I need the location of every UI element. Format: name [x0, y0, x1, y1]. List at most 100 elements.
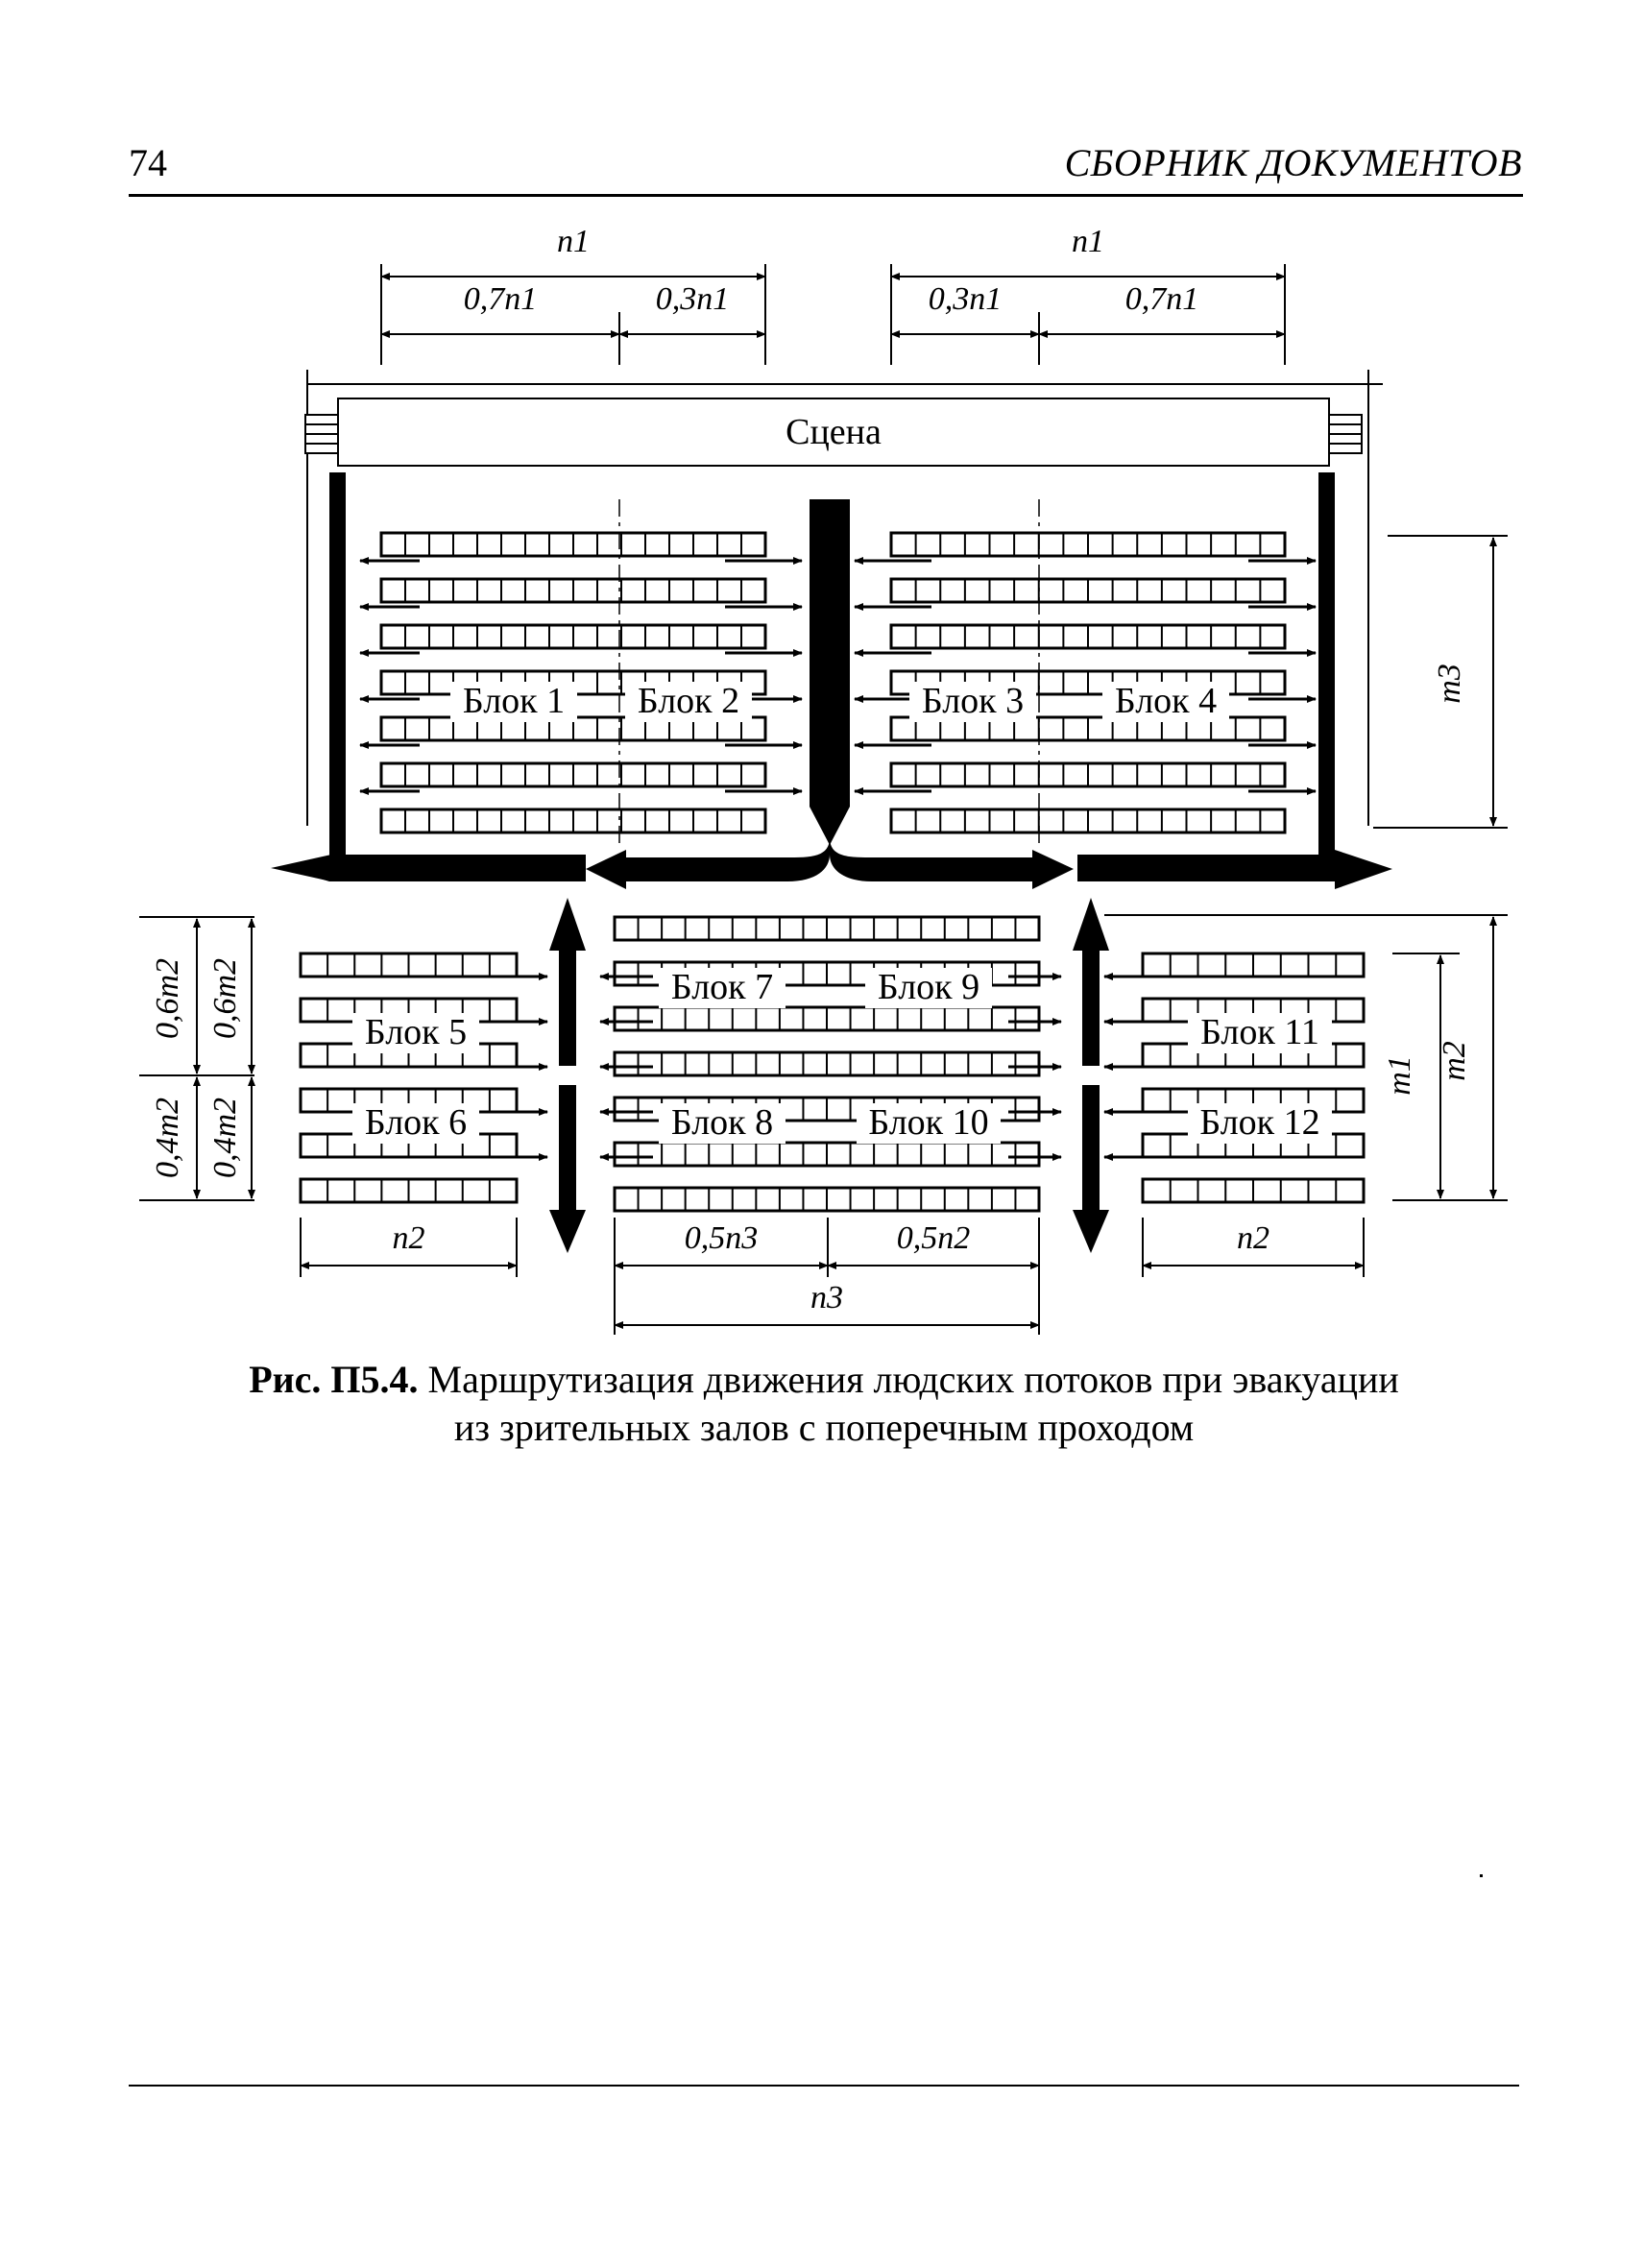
aisle-lower-right-up — [1082, 951, 1100, 1066]
dimension-h: 0,3n1 — [890, 281, 1040, 338]
seat-row — [613, 1005, 1041, 1032]
seat-row — [889, 761, 1287, 788]
dimension-h: 0,3n1 — [618, 281, 766, 338]
block-label: Блок 9 — [878, 967, 979, 1007]
dimension-label: n3 — [810, 1280, 843, 1315]
seat-row — [613, 1141, 1041, 1168]
dimension-label: 0,7n1 — [464, 281, 538, 317]
stairs-left-icon — [304, 414, 339, 454]
dimension-label: 0,6m2 — [150, 958, 185, 1039]
seat-row — [299, 952, 519, 978]
label-background — [450, 682, 577, 722]
dimension-v: 0,4m2 — [207, 1076, 255, 1199]
arrowhead-left-big — [271, 855, 331, 881]
arrowhead-up — [549, 898, 586, 951]
dimension-label: m3 — [1432, 664, 1467, 704]
label-background — [659, 1103, 786, 1144]
seat-row — [613, 1186, 1041, 1213]
label-background — [1188, 1103, 1332, 1144]
seat-row — [889, 623, 1287, 650]
seat-row — [379, 531, 767, 558]
block-label: Блок 8 — [671, 1102, 773, 1143]
dimension-v: m3 — [1432, 537, 1497, 827]
dimension-h: n3 — [614, 1280, 1040, 1329]
cross-flow-left — [624, 837, 830, 881]
dimension-label: n1 — [1072, 224, 1104, 259]
seat-row — [1141, 952, 1366, 978]
dimension-h: 0,5n2 — [827, 1220, 1040, 1269]
block-label: Блок 7 — [671, 967, 773, 1007]
stage-label: Сцена — [786, 412, 882, 452]
dimension-v: 0,4m2 — [150, 1076, 201, 1199]
dimension-v: 0,6m2 — [207, 918, 255, 1074]
label-background — [857, 1103, 1001, 1144]
seat-row — [889, 808, 1287, 834]
arrowhead-up — [1073, 898, 1109, 951]
dimension-h: 0,5n3 — [614, 1220, 829, 1269]
block-label: Блок 12 — [1199, 1102, 1319, 1143]
dimension-label: m2 — [1437, 1041, 1472, 1081]
figure-caption: Рис. П5.4. Маршрутизация движения людски… — [129, 1356, 1519, 1452]
label-background — [625, 682, 752, 722]
dimension-label: m1 — [1382, 1055, 1417, 1096]
scan-speck — [1480, 1874, 1483, 1877]
dimension-v: 0,6m2 — [150, 918, 201, 1074]
dimension-v: m1 — [1382, 954, 1444, 1199]
dimension-label: 0,4m2 — [150, 1098, 185, 1178]
dimension-label: 0,7n1 — [1125, 281, 1199, 317]
stage: Сцена — [304, 370, 1383, 826]
label-background — [909, 682, 1036, 722]
block-label: Блок 10 — [868, 1102, 988, 1143]
seat-row — [299, 997, 519, 1024]
seat-row — [379, 808, 767, 834]
aisle-flow-centre — [810, 499, 850, 845]
running-title: СБОРНИК ДОКУМЕНТОВ — [1064, 141, 1522, 184]
dimension-label: 0,3n1 — [929, 281, 1003, 317]
dimension-label: 0,3n1 — [656, 281, 730, 317]
seat-row — [299, 1087, 519, 1114]
dimension-h: n1 — [890, 224, 1286, 280]
dimension-label: n2 — [1237, 1220, 1269, 1256]
dimension-h: 0,7n1 — [380, 281, 620, 338]
label-background — [865, 968, 992, 1008]
caption-text-1: Маршрутизация движения людских потоков п… — [418, 1358, 1399, 1401]
dimension-h: n2 — [300, 1220, 518, 1269]
arrowhead-down — [549, 1210, 586, 1253]
stairs-right-icon — [1328, 414, 1363, 454]
seat-row — [379, 577, 767, 604]
dimension-h: n2 — [1142, 1220, 1365, 1269]
seat-row — [379, 623, 767, 650]
seat-row — [889, 531, 1287, 558]
arrowhead-down — [1073, 1210, 1109, 1253]
arrowhead-cross-left — [586, 850, 626, 889]
label-background — [1102, 682, 1229, 722]
dimension-lines: n1 0,7n1 0,3n1 n1 0,3n1 0,7n1 m3 m1 m2 0,6m2 0,6m2… — [139, 224, 1508, 1335]
arrowhead-down — [810, 802, 850, 845]
arrowhead-cross-right — [1032, 850, 1074, 889]
dimension-label: n1 — [557, 224, 590, 259]
arrowhead-right — [1335, 850, 1392, 889]
block-label: Блок 3 — [922, 681, 1024, 721]
block-label: Блок 4 — [1115, 681, 1217, 721]
cross-flow-right — [830, 837, 1037, 881]
label-background — [1188, 1013, 1332, 1053]
seat-row — [613, 915, 1041, 942]
dimension-label: 0,6m2 — [207, 958, 243, 1039]
flow-arrows — [271, 472, 1392, 1253]
dimension-label: n2 — [393, 1220, 425, 1256]
dimension-h: 0,7n1 — [1038, 281, 1286, 338]
aisle-lower-left-down — [559, 1085, 576, 1210]
aisle-lower-left-up — [559, 951, 576, 1066]
dimension-h: n1 — [380, 224, 766, 280]
dimension-label: 0,5n2 — [897, 1220, 971, 1256]
page-number: 74 — [129, 141, 167, 184]
caption-text-2: из зрительных залов с поперечным проходо… — [453, 1406, 1195, 1449]
dimension-v: m2 — [1437, 916, 1497, 1199]
seat-row — [889, 577, 1287, 604]
caption-label: Рис. П5.4. — [249, 1358, 419, 1401]
dimension-label: 0,5n3 — [685, 1220, 759, 1256]
footer-rule — [129, 2085, 1519, 2087]
dimension-label: 0,4m2 — [207, 1098, 243, 1178]
